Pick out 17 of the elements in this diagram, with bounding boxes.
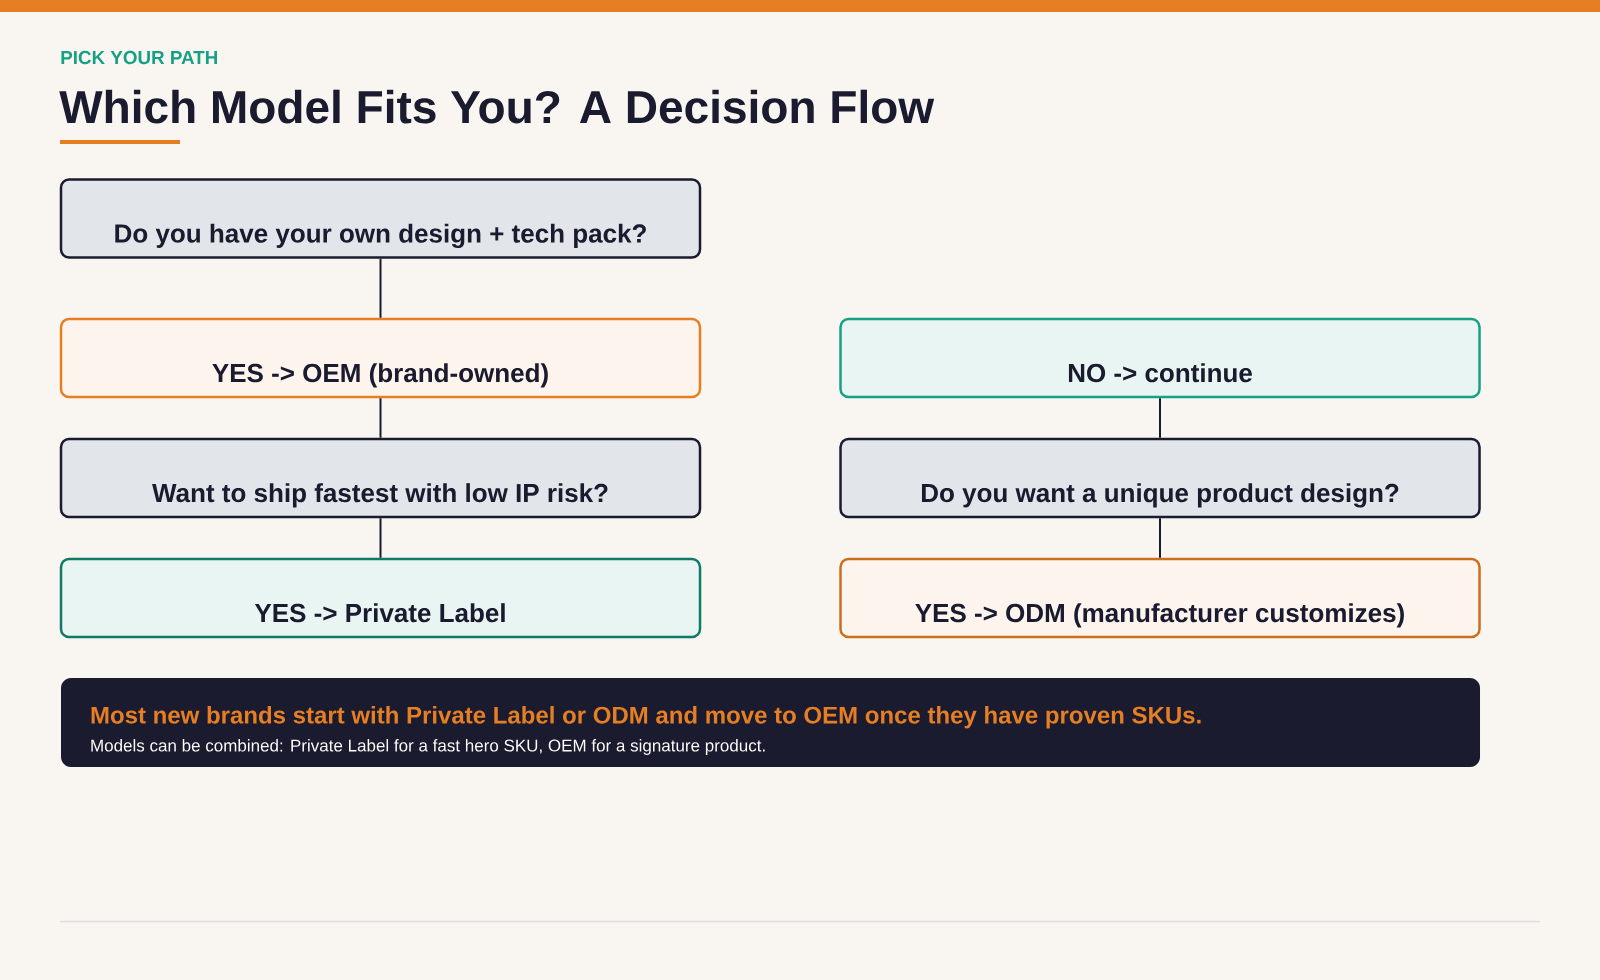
decision-box: Do you have your own design + tech pack? bbox=[59, 178, 702, 259]
outcome-box: YES -> OEM (brand-owned) bbox=[59, 317, 702, 399]
banner-heading: Most new brands start with Private Label or ODM and move to OEM once they have proven SKUs. bbox=[91, 706, 1201, 729]
connector-line bbox=[1159, 397, 1161, 439]
outcome-box: YES -> Private Label bbox=[59, 557, 702, 639]
outcome-box: YES -> ODM (manufacturer customizes) bbox=[839, 557, 1481, 639]
connector-line bbox=[1159, 517, 1161, 559]
banner-note: Models can be combined: Private Label for a fast hero SKU, OEM for a signature product. bbox=[91, 739, 765, 755]
connector-line bbox=[379, 517, 382, 559]
decision-box: Do you want a unique product design? bbox=[839, 437, 1481, 519]
title: Which Model Fits You? A Decision Flow bbox=[59, 89, 935, 124]
note-banner bbox=[61, 678, 1480, 767]
connector-line bbox=[379, 257, 382, 319]
kicker-text: PICK YOUR PATH bbox=[61, 50, 217, 65]
outcome-box: NO -> continue bbox=[839, 317, 1481, 399]
decision-box: Want to ship fastest with low IP risk? bbox=[59, 437, 702, 519]
connector-line bbox=[379, 397, 382, 439]
